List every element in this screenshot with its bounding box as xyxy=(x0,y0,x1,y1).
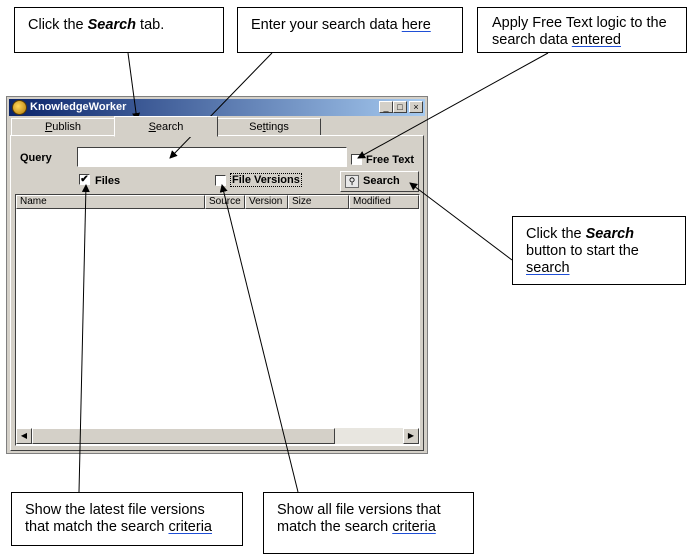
arrow-to-query-input xyxy=(169,52,273,159)
callout-latest-versions: Show the latest file versions that match… xyxy=(11,492,243,546)
files-label[interactable]: Files xyxy=(95,175,121,187)
free-text-checkbox[interactable] xyxy=(351,154,362,165)
maximize-button[interactable]: □ xyxy=(393,101,407,113)
column-header-modified[interactable]: Modified xyxy=(349,195,419,209)
entered-link[interactable]: entered xyxy=(571,32,621,48)
arrow-to-search-button xyxy=(409,182,513,261)
arrow-to-search-tab xyxy=(127,52,141,121)
criteria-link[interactable]: criteria xyxy=(168,519,212,535)
query-label: Query xyxy=(20,152,52,164)
callout-search-button: Click the Search button to start the sea… xyxy=(512,216,686,285)
callout-enter-search-data: Enter your search data here xyxy=(237,7,463,53)
file-versions-label[interactable]: File Versions xyxy=(230,173,302,187)
column-header-size[interactable]: Size xyxy=(288,195,349,209)
scroll-left-icon[interactable]: ◀ xyxy=(16,428,32,444)
arrow-to-free-text xyxy=(357,52,549,159)
search-button-label: Search xyxy=(363,175,400,187)
callout-text: Click the Search tab. xyxy=(28,17,165,33)
scrollbar-thumb[interactable] xyxy=(32,428,335,444)
arrow-to-file-versions-checkbox xyxy=(219,184,299,493)
results-list[interactable]: Name Source Version Size Modified ◀ ▶ xyxy=(15,194,420,446)
horizontal-scrollbar[interactable]: ◀ ▶ xyxy=(16,428,419,444)
callout-line: search data entered xyxy=(492,32,621,48)
callout-line: search xyxy=(526,260,685,277)
scroll-right-icon[interactable]: ▶ xyxy=(403,428,419,444)
callout-text: Enter your search data here xyxy=(251,17,431,33)
callout-line: Click the Search xyxy=(526,226,635,242)
callout-click-search-tab: Click the Search tab. xyxy=(14,7,224,53)
callout-free-text: Apply Free Text logic to the search data… xyxy=(477,7,687,53)
search-button[interactable]: ⚲ Search xyxy=(340,171,419,192)
minimize-button[interactable]: _ xyxy=(379,101,393,113)
callout-line: button to start the xyxy=(526,243,639,259)
search-magnifier-icon: ⚲ xyxy=(345,175,359,188)
app-icon xyxy=(12,100,27,115)
free-text-label[interactable]: Free Text xyxy=(366,154,415,166)
search-link[interactable]: search xyxy=(526,260,570,276)
list-header: Name Source Version Size Modified xyxy=(16,195,419,209)
callout-line: Show all file versions that xyxy=(277,502,441,518)
column-header-version[interactable]: Version xyxy=(245,195,288,209)
callout-line: Show the latest file versions xyxy=(25,502,205,518)
callout-all-versions: Show all file versions that match the se… xyxy=(263,492,474,554)
column-header-source[interactable]: Source xyxy=(205,195,245,209)
column-header-name[interactable]: Name xyxy=(16,195,205,209)
query-input[interactable] xyxy=(77,147,347,167)
title-bar[interactable]: KnowledgeWorker _ □ × xyxy=(9,99,425,116)
arrow-to-files-checkbox xyxy=(78,184,90,493)
criteria-link[interactable]: criteria xyxy=(392,519,436,535)
close-button[interactable]: × xyxy=(409,101,423,113)
tab-search[interactable]: Search xyxy=(114,116,218,137)
here-link[interactable]: here xyxy=(401,17,431,33)
callout-line: that match the search criteria xyxy=(25,519,212,535)
callout-line: Apply Free Text logic to the xyxy=(492,15,667,31)
callout-line: match the search criteria xyxy=(277,519,436,535)
window-title: KnowledgeWorker xyxy=(30,101,127,113)
